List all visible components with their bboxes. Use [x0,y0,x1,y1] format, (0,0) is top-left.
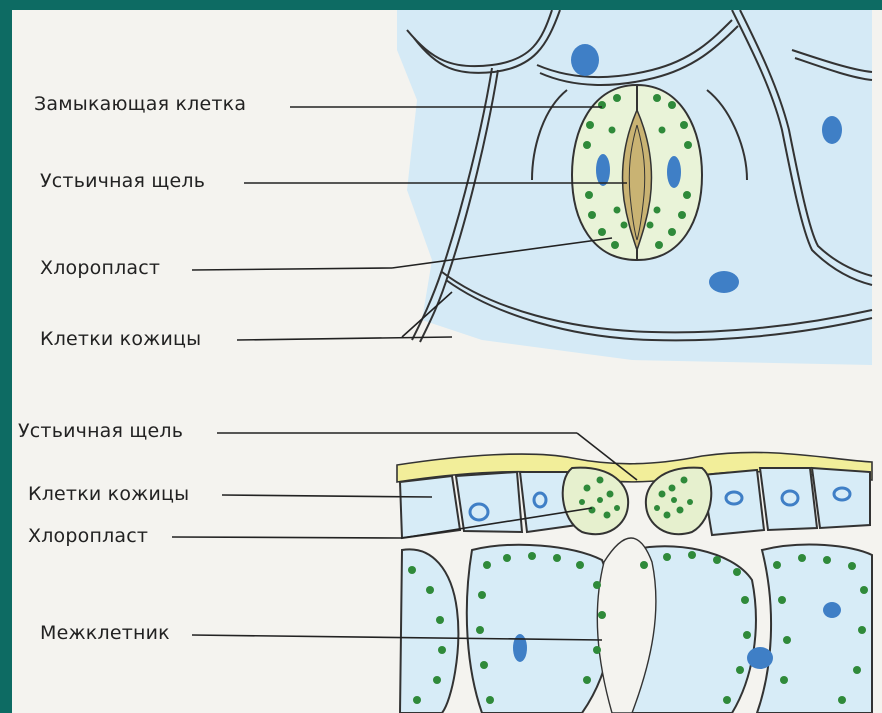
label-intercellular-space: Межклетник [40,622,170,644]
label-guard-cell: Замыкающая клетка [34,93,246,115]
stoma-illustration [12,10,882,713]
diagram-frame: Замыкающая клетка Устьичная щель Хлоропл… [12,10,882,713]
label-chloroplast-top: Хлоропласт [40,257,160,279]
top-figure [192,10,872,365]
label-chloroplast-bottom: Хлоропласт [28,525,148,547]
label-stomatal-slit-bottom: Устьичная щель [18,420,183,442]
bottom-figure [172,433,872,713]
label-epidermis-bottom: Клетки кожицы [28,483,189,505]
label-stomatal-slit-top: Устьичная щель [40,170,205,192]
label-epidermis-top: Клетки кожицы [40,328,201,350]
